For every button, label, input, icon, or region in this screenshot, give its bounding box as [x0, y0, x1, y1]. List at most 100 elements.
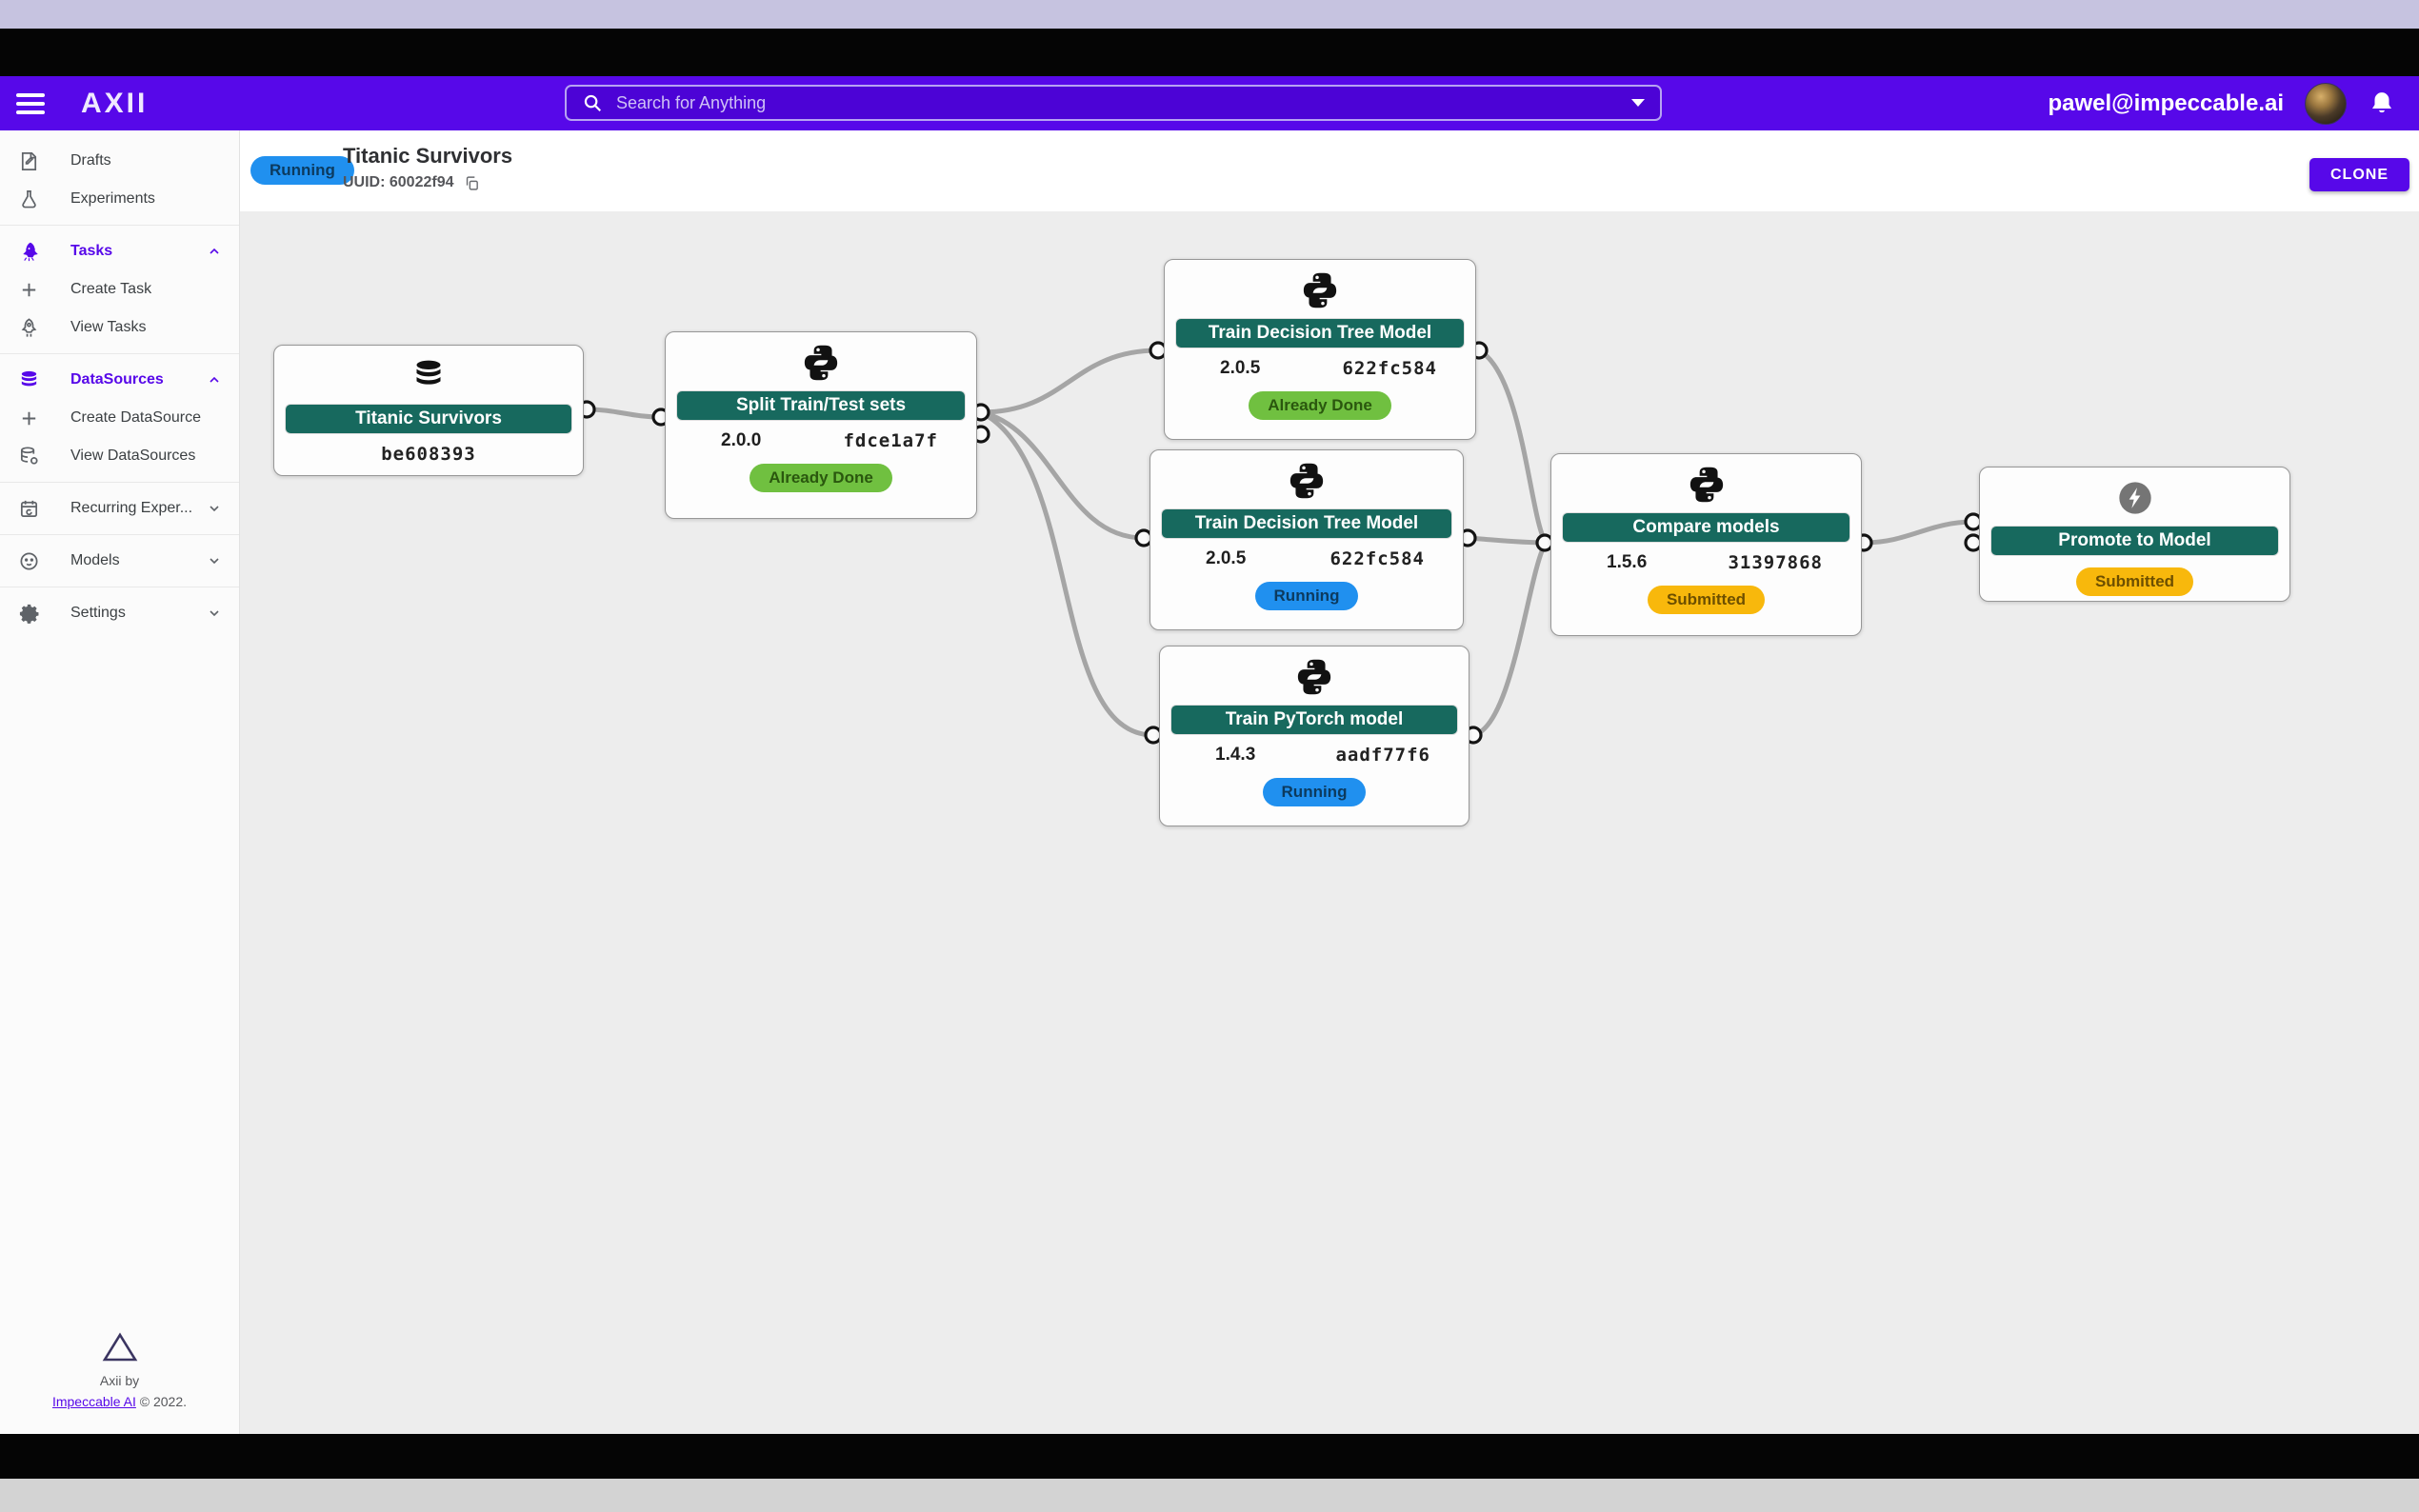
page-title-block: Titanic Survivors UUID: 60022f94	[343, 144, 512, 191]
node-compare-models[interactable]: Compare models 1.5.6 31397868 Submitted	[1550, 453, 1862, 636]
sidebar-item-experiments[interactable]: Experiments	[0, 180, 239, 218]
sidebar-item-view-tasks[interactable]: View Tasks	[0, 308, 239, 347]
node-hash: fdce1a7f	[843, 430, 938, 451]
sidebar-item-label: Tasks	[70, 243, 113, 259]
sidebar-item-recurring-experiments[interactable]: Recurring Exper...	[0, 489, 239, 527]
node-promote-to-model[interactable]: Promote to Model Submitted	[1979, 467, 2290, 602]
gear-icon	[19, 604, 39, 624]
footer-brand-line: Axii by	[99, 1373, 140, 1388]
status-chip: Submitted	[2075, 567, 2194, 596]
sidebar-item-drafts[interactable]: Drafts	[0, 142, 239, 180]
edge	[979, 409, 1154, 738]
avatar[interactable]	[2305, 82, 2347, 125]
top-lavender-strip	[0, 0, 2419, 29]
node-train-decision-tree-1[interactable]: Train Decision Tree Model 2.0.5 622fc584…	[1164, 259, 1476, 440]
chevron-down-icon	[210, 558, 219, 565]
robot-face-icon	[20, 551, 38, 570]
database-icon	[274, 353, 583, 399]
page-title: Titanic Survivors	[343, 144, 513, 168]
status-chip: Already Done	[1249, 391, 1391, 420]
sidebar-item-tasks[interactable]: Tasks	[0, 232, 239, 270]
status-badge: Running	[250, 156, 354, 185]
node-titanic-survivors[interactable]: Titanic Survivors be608393	[273, 345, 584, 476]
divider	[0, 353, 239, 354]
sidebar-item-view-datasources[interactable]: View DataSources	[0, 437, 239, 475]
node-train-decision-tree-2[interactable]: Train Decision Tree Model 2.0.5 622fc584…	[1150, 449, 1464, 630]
rocket-icon	[23, 242, 38, 261]
search-box[interactable]	[565, 85, 1662, 121]
status-chip: Running	[1254, 582, 1359, 610]
axii-triangle-logo	[102, 1332, 137, 1362]
chevron-down-icon	[210, 610, 219, 617]
search-input[interactable]	[614, 91, 1622, 114]
sidebar-item-datasources[interactable]: DataSources	[0, 361, 239, 399]
node-version: 2.0.5	[1206, 548, 1247, 568]
sidebar-footer: Axii by Impeccable AI © 2022.	[0, 1332, 239, 1409]
chevron-up-icon	[210, 376, 219, 383]
bottom-gray-strip	[0, 1479, 2419, 1512]
chevron-up-icon	[210, 248, 219, 254]
top-black-strip	[0, 29, 2419, 76]
node-train-pytorch[interactable]: Train PyTorch model 1.4.3 aadf77f6 Runni…	[1159, 646, 1469, 826]
node-hash: 622fc584	[1329, 548, 1425, 569]
node-version: 1.4.3	[1215, 745, 1256, 765]
sidebar-item-label: View DataSources	[70, 448, 196, 464]
main-area: Running Titanic Survivors UUID: 60022f94…	[240, 130, 2419, 1434]
sidebar-item-label: Create DataSource	[70, 409, 201, 426]
python-icon	[666, 340, 976, 386]
sidebar-item-models[interactable]: Models	[0, 542, 239, 580]
edge	[980, 348, 1159, 415]
divider	[0, 225, 239, 226]
edge	[1467, 535, 1546, 546]
dropdown-caret-icon[interactable]	[1631, 99, 1645, 107]
python-icon	[1150, 458, 1463, 504]
sidebar-item-create-task[interactable]: Create Task	[0, 270, 239, 308]
database-gear-icon	[20, 446, 38, 465]
node-title: Promote to Model	[1991, 527, 2278, 555]
sidebar: Drafts Experiments Tasks Create Task Vie…	[0, 130, 240, 1434]
sidebar-item-label: View Tasks	[70, 319, 147, 335]
status-chip: Already Done	[750, 464, 892, 492]
draft-icon	[21, 151, 37, 170]
pipeline-canvas[interactable]: Titanic Survivors be608393 Split Train/T…	[240, 211, 2419, 1434]
app-bar: AXII pawel@impeccable.ai	[0, 76, 2419, 130]
divider	[0, 482, 239, 483]
impeccable-ai-link[interactable]: Impeccable AI	[51, 1394, 136, 1409]
node-title: Split Train/Test sets	[677, 391, 965, 420]
footer-copyright-line: Impeccable AI © 2022.	[0, 1394, 239, 1409]
edge	[1472, 543, 1548, 738]
node-title: Train PyTorch model	[1171, 706, 1457, 734]
flask-icon	[22, 189, 36, 208]
node-title: Train Decision Tree Model	[1176, 319, 1464, 348]
sidebar-item-create-datasource[interactable]: Create DataSource	[0, 399, 239, 437]
python-icon	[1160, 654, 1469, 700]
bolt-icon	[1980, 475, 2289, 521]
divider	[0, 534, 239, 535]
copy-icon[interactable]	[464, 175, 480, 191]
edge	[586, 407, 662, 420]
uuid-row: UUID: 60022f94	[343, 174, 512, 191]
app-logo: AXII	[81, 87, 149, 119]
node-version: 2.0.0	[721, 430, 762, 450]
sidebar-item-label: Recurring Exper...	[70, 500, 193, 516]
sidebar-item-label: Models	[70, 552, 120, 568]
plus-icon	[22, 411, 36, 425]
sidebar-item-label: Create Task	[70, 281, 152, 297]
status-chip: Submitted	[1647, 586, 1766, 614]
hamburger-menu-icon[interactable]	[16, 92, 45, 114]
clone-button[interactable]: CLONE	[2309, 158, 2409, 191]
node-split-train-test[interactable]: Split Train/Test sets 2.0.0 fdce1a7f Alr…	[665, 331, 977, 519]
notifications-bell-icon[interactable]	[2368, 90, 2396, 118]
node-hash: be608393	[381, 444, 476, 465]
edge	[1477, 348, 1548, 543]
sidebar-item-settings[interactable]: Settings	[0, 594, 239, 632]
uuid-value: UUID: 60022f94	[343, 174, 454, 190]
node-title: Compare models	[1563, 513, 1849, 542]
node-hash: aadf77f6	[1335, 745, 1430, 766]
bottom-black-strip	[0, 1434, 2419, 1479]
rocket-outline-icon	[21, 317, 37, 337]
edge	[1863, 519, 1974, 546]
node-hash: 622fc584	[1342, 358, 1437, 379]
edge	[980, 409, 1145, 541]
